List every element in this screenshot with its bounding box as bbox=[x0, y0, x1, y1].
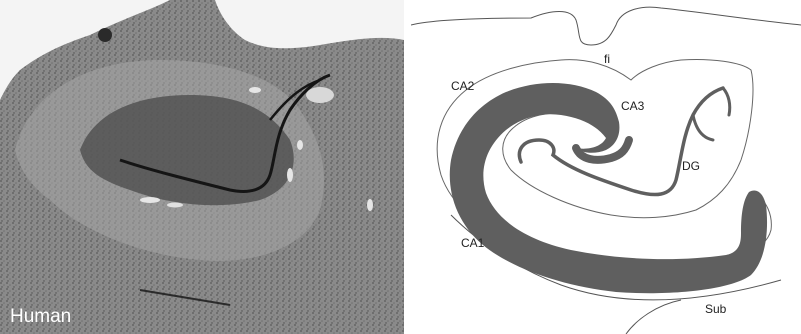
dentate-gyrus-tip bbox=[723, 88, 730, 115]
dentate-gyrus-branch bbox=[693, 115, 713, 140]
schematic-panel: fi CA2 CA3 DG CA1 Sub bbox=[411, 0, 801, 334]
vessel-highlight bbox=[297, 140, 303, 150]
histology-section: Human bbox=[0, 0, 404, 334]
label-ca3: CA3 bbox=[621, 99, 645, 113]
vessel-highlight bbox=[167, 203, 183, 208]
label-ca1: CA1 bbox=[461, 236, 485, 250]
vessel-highlight bbox=[367, 199, 373, 211]
label-fi: fi bbox=[604, 52, 610, 66]
tissue-fragment bbox=[98, 28, 112, 42]
label-sub: Sub bbox=[705, 302, 727, 316]
cornu-ammonis-band bbox=[450, 83, 767, 293]
vessel-highlight bbox=[249, 87, 261, 93]
outer-boundary-bottom bbox=[626, 300, 681, 334]
vessel-highlight bbox=[287, 168, 293, 182]
label-dg: DG bbox=[682, 159, 700, 173]
species-label: Human bbox=[10, 306, 71, 327]
vessel-highlight bbox=[140, 197, 160, 203]
outer-boundary-top bbox=[411, 7, 801, 45]
label-ca2: CA2 bbox=[451, 79, 475, 93]
hippocampus-schematic: fi CA2 CA3 DG CA1 Sub bbox=[411, 0, 801, 334]
histology-photo-panel: Human bbox=[0, 0, 404, 334]
vessel-highlight bbox=[306, 87, 334, 103]
